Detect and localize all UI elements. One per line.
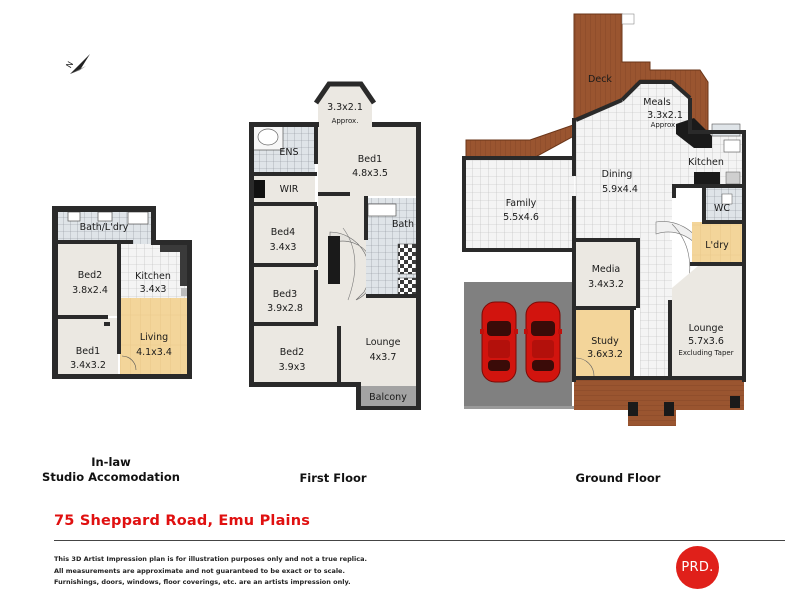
gf-deck-area	[466, 14, 708, 160]
gf-wc-label: WC	[714, 203, 730, 214]
first-floor-caption: First Floor	[299, 471, 367, 485]
ff-bed1-size: 4.8x3.5	[352, 168, 388, 179]
gf-ldry-area	[692, 222, 742, 264]
ground-floor-caption: Ground Floor	[575, 471, 661, 485]
north-arrow-icon: N	[64, 54, 90, 74]
ff-bed2-name: Bed2	[280, 347, 304, 358]
ff-balcony-label: Balcony	[369, 392, 407, 403]
ff-wir-label: WIR	[280, 184, 299, 195]
ff-bed4-size: 3.4x3	[270, 242, 297, 253]
disclaimer: This 3D Artist Impression plan is for il…	[54, 554, 367, 589]
car-icon	[479, 301, 519, 383]
gf-family-name: Family	[506, 198, 537, 209]
inlaw-living-area	[120, 298, 188, 374]
gf-kitchen-label: Kitchen	[688, 157, 724, 168]
inlaw-kitchen-name: Kitchen	[135, 271, 171, 282]
ff-bay-size: 3.3x2.1	[327, 102, 363, 113]
inlaw-caption-line1: In-law	[91, 455, 131, 469]
ff-bed3-name: Bed3	[273, 289, 297, 300]
ff-bed4-name: Bed4	[271, 227, 295, 238]
inlaw-bath-label: Bath/L'dry	[80, 222, 129, 233]
gf-lounge-note: Excluding Taper	[678, 349, 733, 357]
gf-wc-area	[706, 188, 742, 222]
gf-study-area	[576, 310, 632, 378]
north-label: N	[64, 60, 75, 70]
ground-floor-room-labels: Deck Meals 3.3x2.1 Approx. Kitchen Dinin…	[503, 74, 734, 360]
disclaimer-line: All measurements are approximate and not…	[54, 566, 345, 575]
inlaw-bed2-size: 3.8x2.4	[72, 285, 108, 296]
inlaw-bed2-name: Bed2	[78, 270, 102, 281]
inlaw-room-labels: Bath/L'dry Bed2 3.8x2.4 Kitchen 3.4x3 Be…	[70, 222, 172, 371]
inlaw-living-size: 4.1x3.4	[136, 347, 172, 358]
prd-logo: PRD.	[676, 546, 719, 589]
gf-family-area	[466, 158, 574, 250]
inlaw-bed1-size: 3.4x3.2	[70, 360, 106, 371]
gf-ldry-label: L'dry	[705, 240, 729, 251]
gf-study-size: 3.6x3.2	[587, 349, 623, 360]
inlaw-kitchen-area	[120, 244, 188, 298]
ff-bed1-area	[318, 124, 416, 196]
prd-logo-text: PRD.	[681, 560, 714, 575]
inlaw-bed2-area	[58, 244, 118, 316]
first-floor-room-labels: 3.3x2.1 Approx. ENS Bed1 4.8x3.5 WIR Bat…	[267, 102, 414, 403]
property-address: 75 Sheppard Road, Emu Plains	[54, 513, 311, 529]
ff-bay-note: Approx.	[332, 117, 359, 125]
ff-bed4-area	[253, 206, 317, 264]
disclaimer-line: This 3D Artist Impression plan is for il…	[54, 555, 367, 563]
gf-media-area	[576, 242, 638, 308]
inlaw-caption: In-law Studio Accomodation	[20, 455, 202, 485]
gf-meals-note: Approx.	[651, 121, 678, 129]
gf-meals-size: 3.3x2.1	[647, 110, 683, 121]
ff-bay-area	[318, 86, 372, 128]
ground-floor-plan	[462, 13, 746, 426]
ff-bed3-size: 3.9x2.8	[267, 303, 303, 314]
gf-dining-size: 5.9x4.4	[602, 184, 638, 195]
gf-media-name: Media	[592, 264, 621, 275]
ff-bed2-area	[253, 326, 341, 384]
inlaw-studio-plan	[52, 206, 192, 379]
disclaimer-line: Furnishings, doors, windows, floor cover…	[54, 578, 351, 586]
ff-bed3-area	[253, 266, 317, 323]
first-floor-plan	[249, 81, 421, 410]
car-icon	[523, 301, 563, 383]
gf-lounge-area	[672, 266, 742, 378]
inlaw-kitchen-size: 3.4x3	[140, 284, 167, 295]
gf-lounge-size: 5.7x3.6	[688, 336, 724, 347]
ff-balcony-area	[360, 386, 416, 408]
inlaw-bed1-name: Bed1	[76, 346, 100, 357]
gf-lounge-name: Lounge	[689, 323, 724, 334]
ff-bath-label: Bath	[392, 219, 414, 230]
inlaw-caption-line2: Studio Accomodation	[42, 470, 180, 484]
footer-divider	[54, 540, 785, 541]
ff-ens-label: ENS	[279, 147, 298, 158]
gf-front-porch-area	[574, 380, 744, 426]
gf-family-size: 5.5x4.6	[503, 212, 539, 223]
ff-bed2-size: 3.9x3	[279, 362, 306, 373]
gf-study-name: Study	[591, 336, 619, 347]
inlaw-bed1-area	[58, 318, 118, 374]
ff-lounge-name: Lounge	[366, 337, 401, 348]
inlaw-living-name: Living	[140, 332, 168, 343]
gf-deck-label: Deck	[588, 74, 612, 85]
gf-media-size: 3.4x3.2	[588, 279, 624, 290]
gf-meals-name: Meals	[643, 97, 671, 108]
ff-lounge-size: 4x3.7	[370, 352, 397, 363]
ff-bed1-name: Bed1	[358, 154, 382, 165]
gf-dining-name: Dining	[602, 169, 633, 180]
